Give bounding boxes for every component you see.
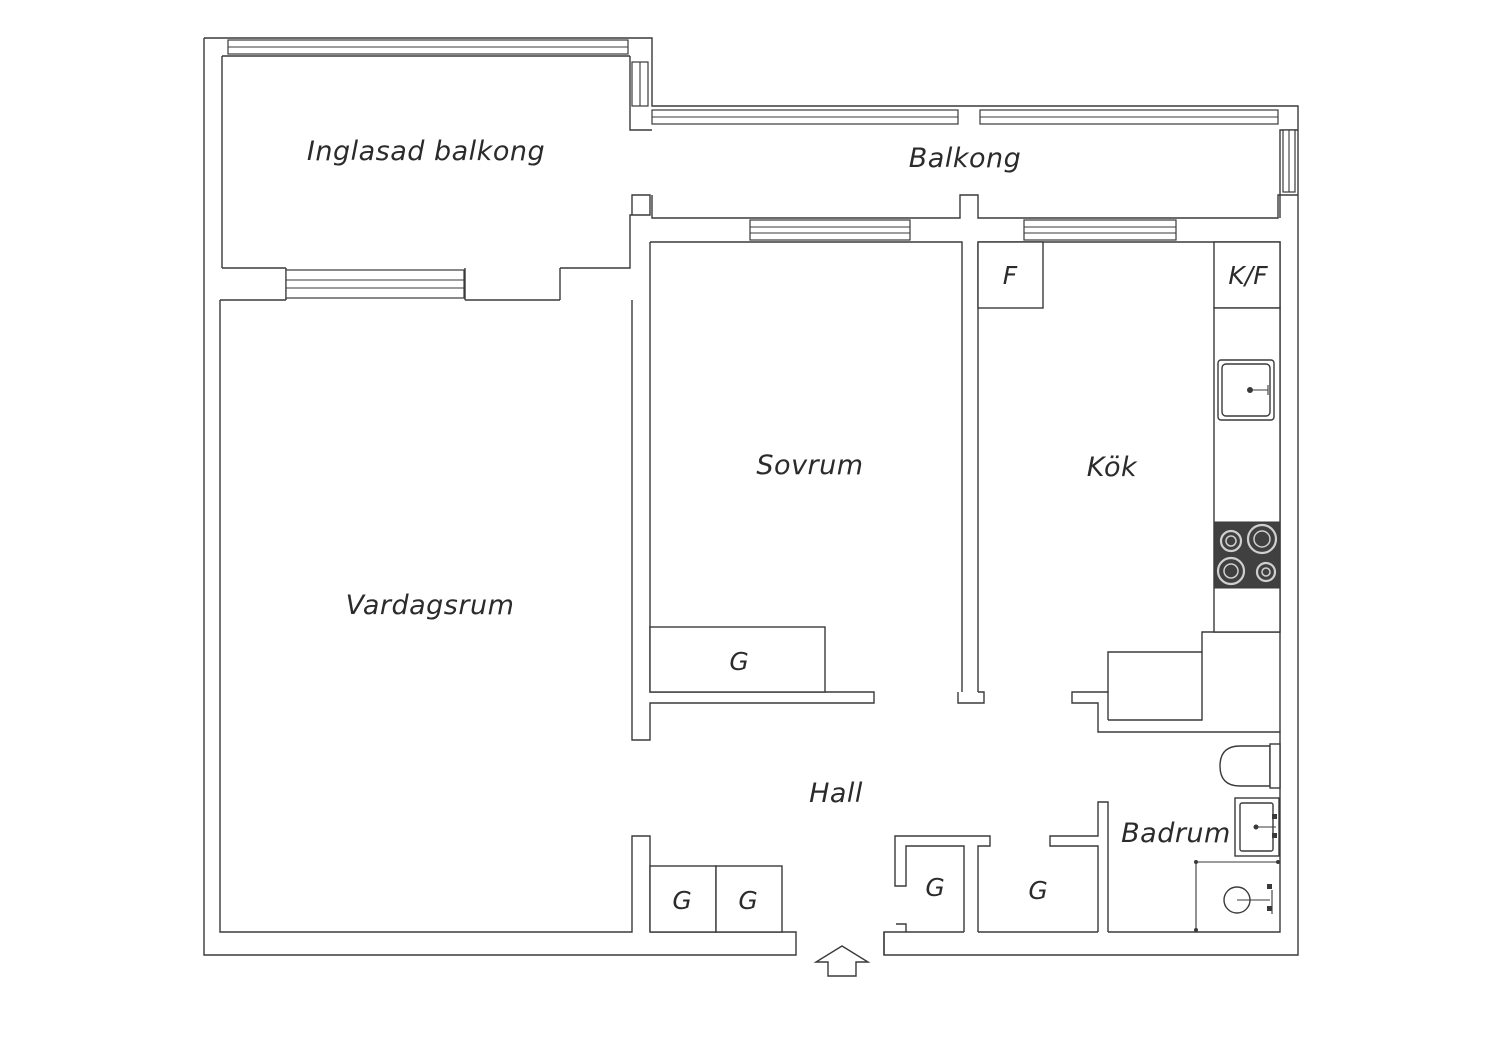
label-vardagsrum: Vardagsrum [346, 590, 515, 621]
sink-icon [1217, 359, 1275, 421]
closet-sovrum [649, 626, 826, 693]
fridge-freezer-box [1213, 241, 1281, 309]
toilet-icon [1219, 743, 1281, 789]
closet-vardagsrum-b [715, 865, 783, 933]
label-fridge-freezer: K/F [1228, 261, 1268, 290]
label-balkong: Balkong [909, 143, 1021, 174]
label-kok: Kök [1087, 452, 1138, 483]
label-inglasad-balkong: Inglasad balkong [307, 136, 545, 167]
label-closet-vardagsrum-b: G [738, 886, 757, 915]
room-labels: Inglasad balkong Balkong Sovrum Kök Vard… [307, 136, 1268, 915]
washbasin-icon [1234, 797, 1280, 857]
window-kok [1023, 219, 1177, 241]
windows [227, 39, 1296, 299]
label-sovrum: Sovrum [756, 450, 863, 481]
label-closet-hall-a: G [925, 873, 944, 902]
window-sovrum [749, 219, 911, 241]
label-closet-hall-b: G [1028, 876, 1047, 905]
freezer-box [977, 241, 1044, 309]
stove-icon [1213, 521, 1281, 589]
label-closet-sovrum: G [729, 647, 748, 676]
label-badrum: Badrum [1121, 818, 1231, 849]
closet-vardagsrum-a [649, 865, 717, 933]
label-hall: Hall [809, 778, 863, 809]
shower-icon [1194, 860, 1280, 932]
label-freezer: F [1003, 261, 1018, 290]
label-closet-vardagsrum-a: G [672, 886, 691, 915]
window-vardagsrum [285, 269, 465, 299]
entrance-arrow-icon [813, 945, 871, 977]
